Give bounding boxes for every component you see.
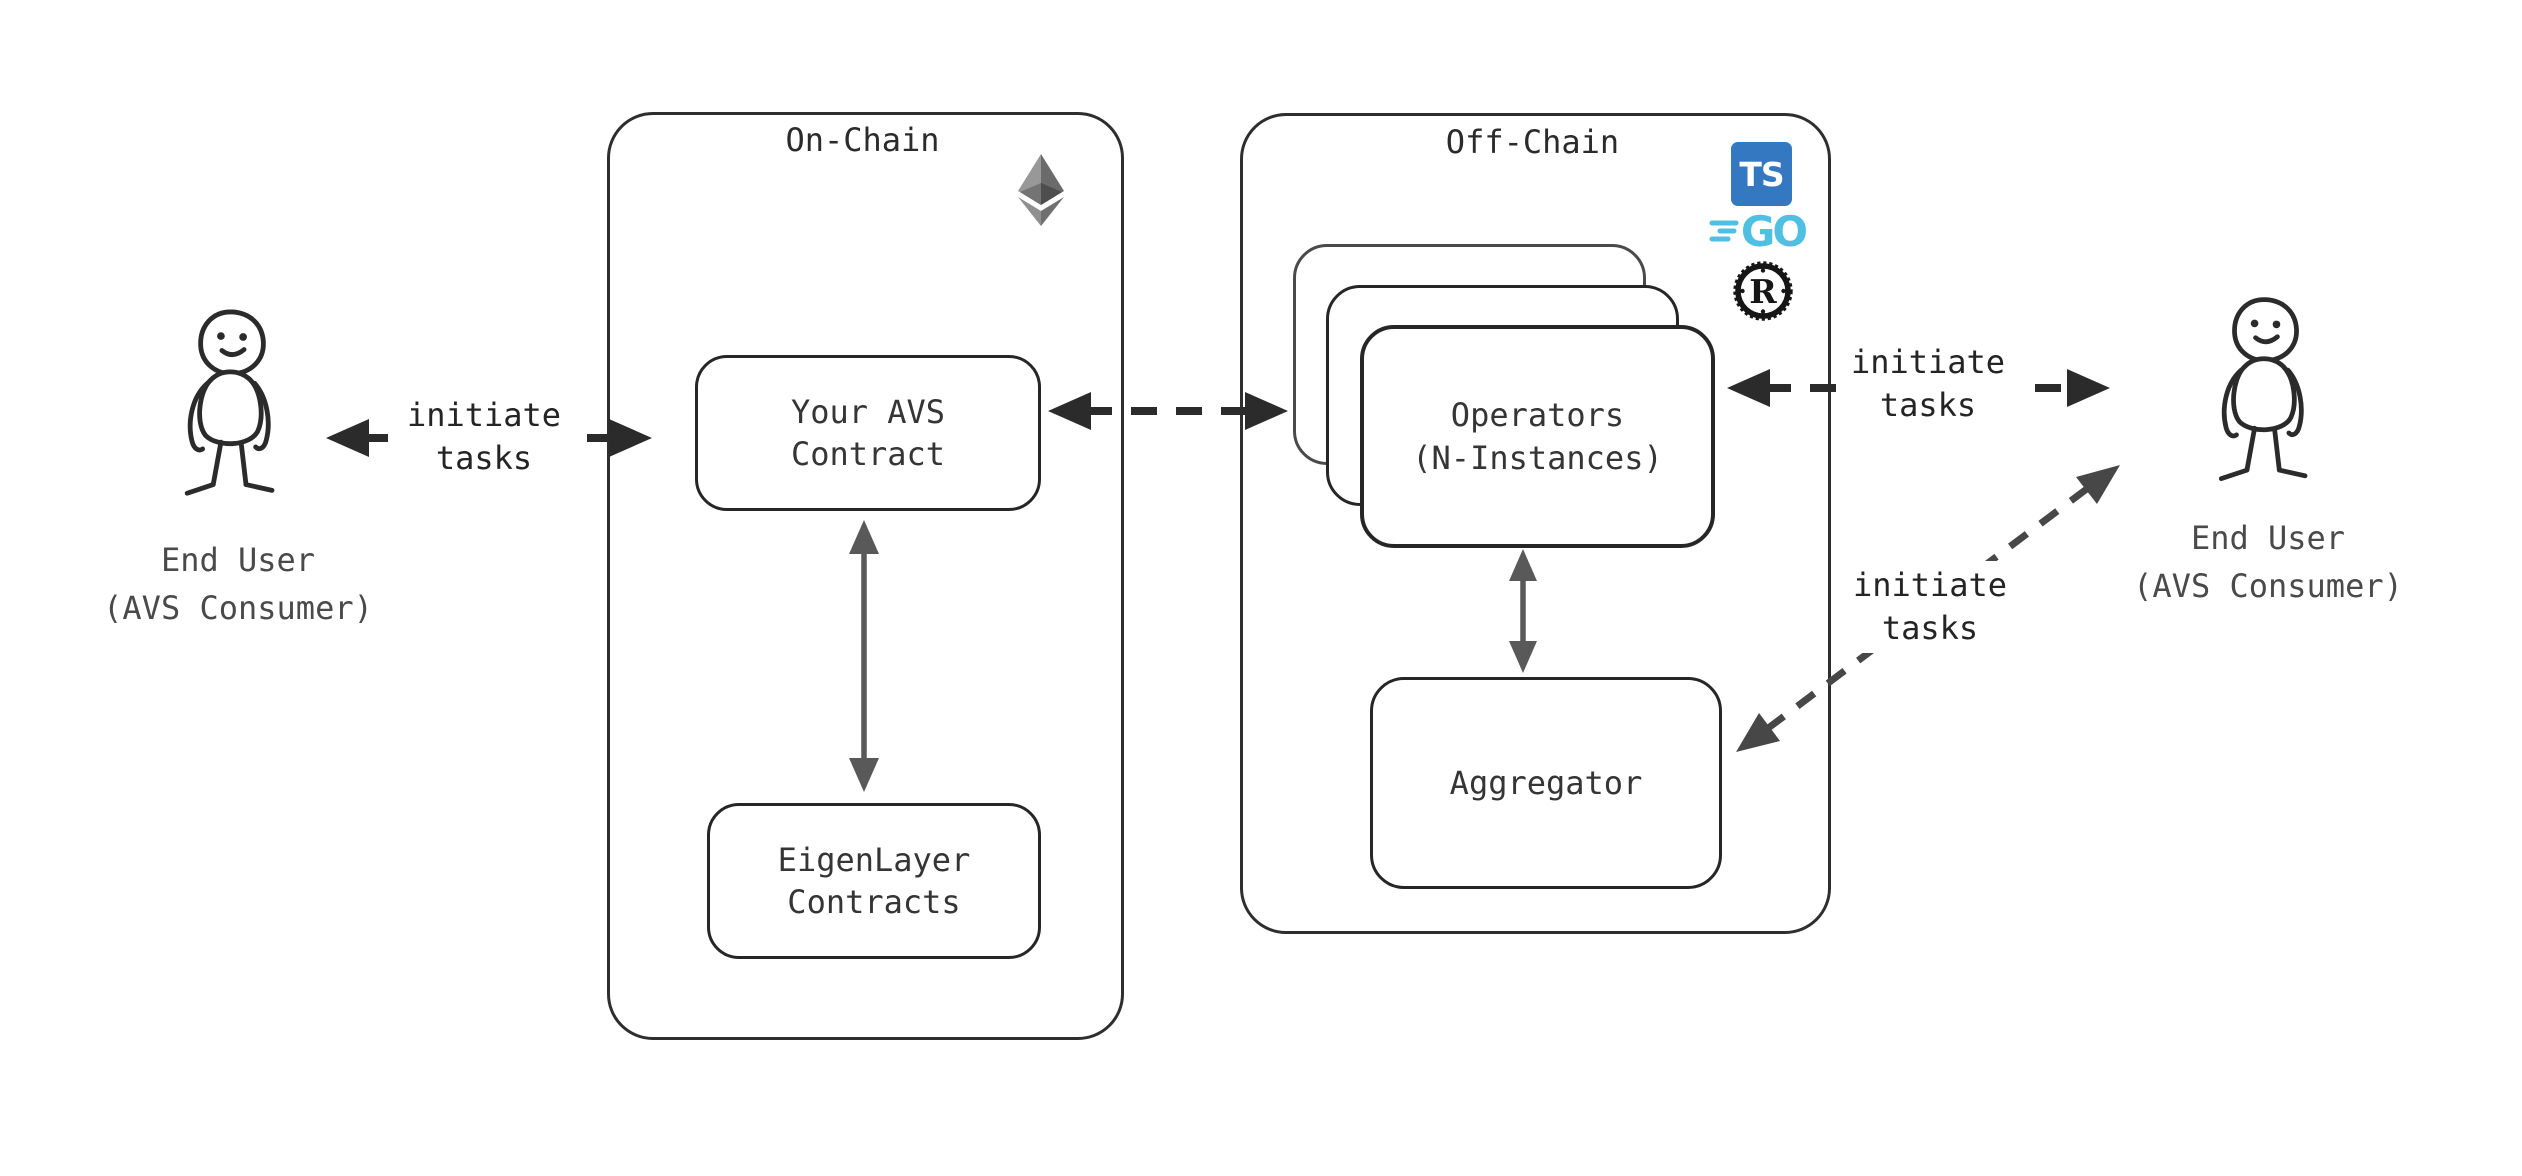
edge-label-initiate-tasks-left: initiate tasks <box>392 391 576 483</box>
aggregator-node: Aggregator <box>1370 677 1722 889</box>
typescript-icon-text: TS <box>1739 154 1784 194</box>
off-chain-title: Off-Chain <box>1445 123 1620 161</box>
on-chain-title: On-Chain <box>785 121 940 159</box>
avs-contract-node: Your AVS Contract <box>695 355 1041 511</box>
on-chain-container <box>607 112 1124 1040</box>
go-icon-text: GO <box>1741 208 1806 254</box>
edge-label-initiate-tasks-bottom-right: initiate tasks <box>1838 561 2022 653</box>
eigenlayer-contracts-node: EigenLayer Contracts <box>707 803 1041 959</box>
end-user-left-label: End User (AVS Consumer) <box>103 541 373 627</box>
go-icon: GO <box>1709 208 1809 254</box>
end-user-left-figure <box>184 309 275 496</box>
ethereum-icon <box>1018 154 1064 226</box>
typescript-icon: TS <box>1731 142 1792 206</box>
operators-node: Operators (N-Instances) <box>1360 325 1715 548</box>
end-user-right-label: End User (AVS Consumer) <box>2133 519 2403 605</box>
end-user-right-figure <box>2218 297 2308 482</box>
rust-icon-text: R <box>1749 272 1777 311</box>
rust-icon: R <box>1733 261 1793 321</box>
edge-label-initiate-tasks-top-right: initiate tasks <box>1836 338 2020 430</box>
